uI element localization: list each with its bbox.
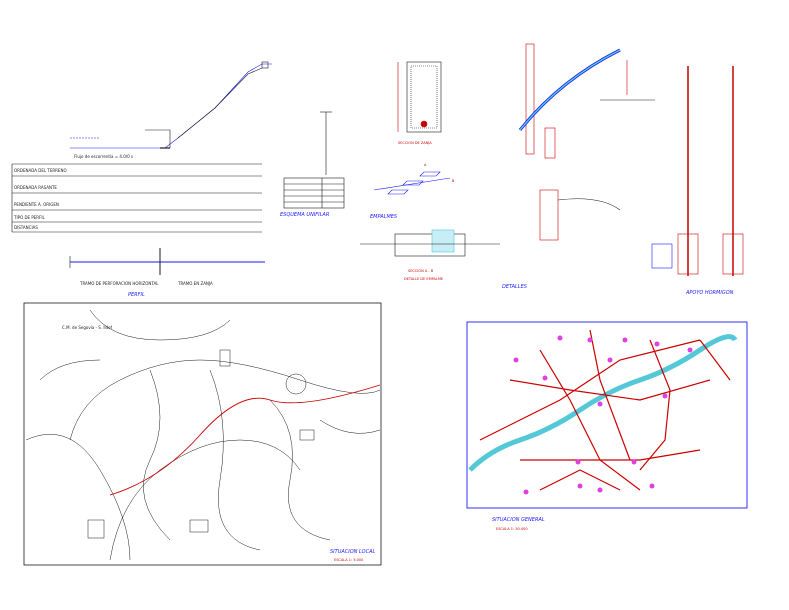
unifilar-caption: ESQUEMA UNIFILAR (280, 212, 329, 218)
seccion-caption: SECCION A - B (408, 269, 434, 273)
zanja-caption: SECCION DE ZANJA (398, 141, 432, 145)
profile-caption: PERFIL (128, 292, 145, 298)
unifilar-diagram (283, 111, 345, 209)
empalme-label-b: B (452, 179, 455, 183)
profile-flow-label: Flujo de escorrentia = 4.0/0 s (74, 154, 133, 159)
profile-row-label: PENDIENTE A. ORIGEN (14, 202, 59, 207)
empalmes-caption: EMPALMES (370, 214, 398, 220)
local-map (23, 302, 382, 566)
seccion-subcaption: DETALLE DE EMPALME (404, 277, 443, 281)
profile-row-label: ORDENADA RASANTE (14, 185, 57, 190)
profile-bottom-label: TRAMO DE PERFORACION HORIZONTAL (79, 281, 159, 286)
apoyo-caption: APOYO HORMIGON (685, 290, 734, 296)
empalme-label-a: A (424, 163, 427, 167)
profile-bottom-label: TRAMO EN ZANJA (177, 281, 213, 286)
details-drawing (360, 43, 744, 276)
profile-row-label: TIPO DE PERFIL (13, 215, 46, 220)
details-caption: DETALLES (502, 284, 528, 290)
local-map-caption: SITUACION LOCAL (330, 549, 375, 555)
profile-row-label: DISTANCIAS (14, 225, 38, 230)
profile-table (11, 163, 262, 233)
general-map-scale: ESCALA 1: 50.000 (496, 527, 528, 531)
profile-drawing (11, 61, 272, 275)
general-map-caption: SITUACION GENERAL (492, 517, 545, 523)
local-map-road-label: C.M. de Segovia - S. Ildef (62, 325, 113, 330)
profile-row-label: ORDENADA DEL TERRENO (14, 168, 67, 173)
general-map (466, 321, 748, 509)
local-map-scale: ESCALA 1: 5.000 (334, 558, 363, 562)
